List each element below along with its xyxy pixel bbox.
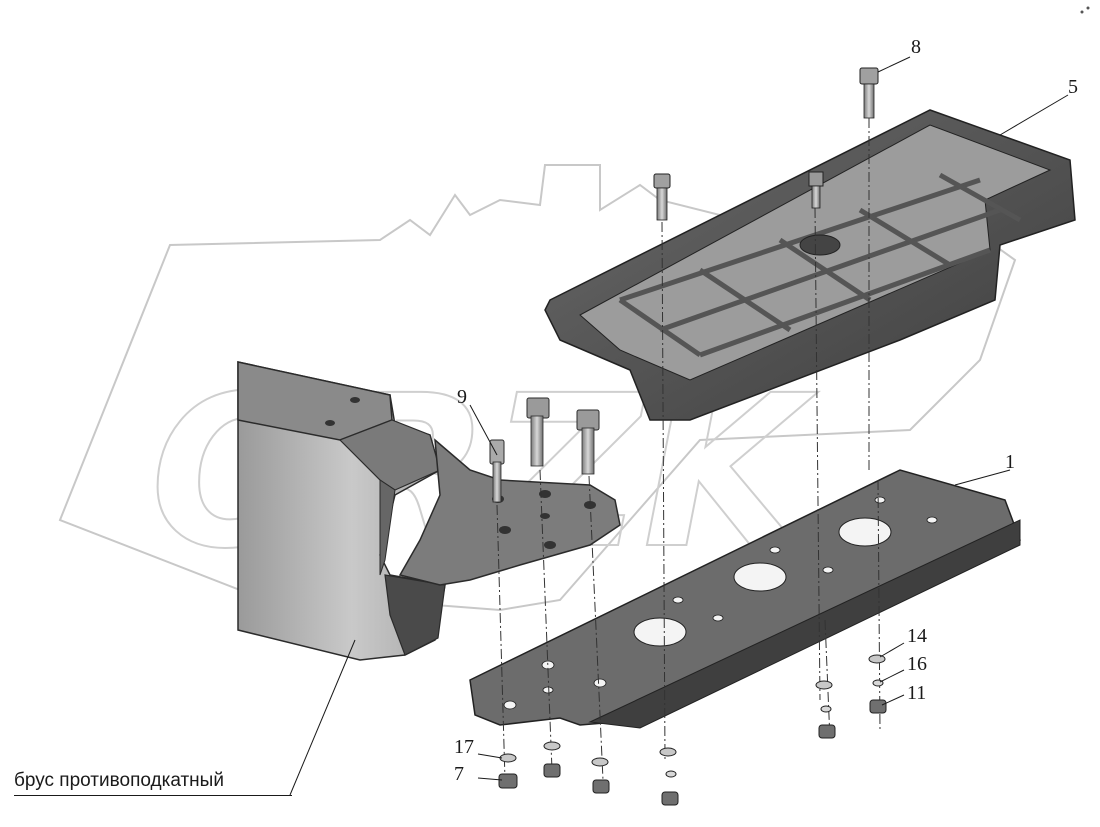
bolt-8	[859, 67, 879, 119]
callout-1: 1	[1005, 451, 1015, 473]
leader-lines	[289, 56, 1069, 796]
callout-5: 5	[1068, 76, 1078, 98]
callout-9: 9	[457, 386, 467, 408]
callout-8: 8	[911, 36, 921, 58]
beam-caption: брус противоподкатный	[14, 770, 224, 791]
callout-11: 11	[907, 682, 927, 704]
center-lines	[496, 118, 881, 781]
mounting-plate-1	[469, 469, 1021, 729]
anti-underrun-beam	[237, 361, 446, 661]
callout-17: 17	[454, 736, 474, 758]
callout-16: 16	[907, 653, 927, 675]
corner-marks	[1080, 6, 1090, 14]
fasteners	[498, 654, 887, 806]
caption-underline	[14, 795, 292, 796]
callout-7: 7	[454, 763, 464, 785]
callout-14: 14	[907, 625, 927, 647]
bolts-9	[489, 397, 600, 503]
bolt-upper-left	[653, 173, 671, 221]
